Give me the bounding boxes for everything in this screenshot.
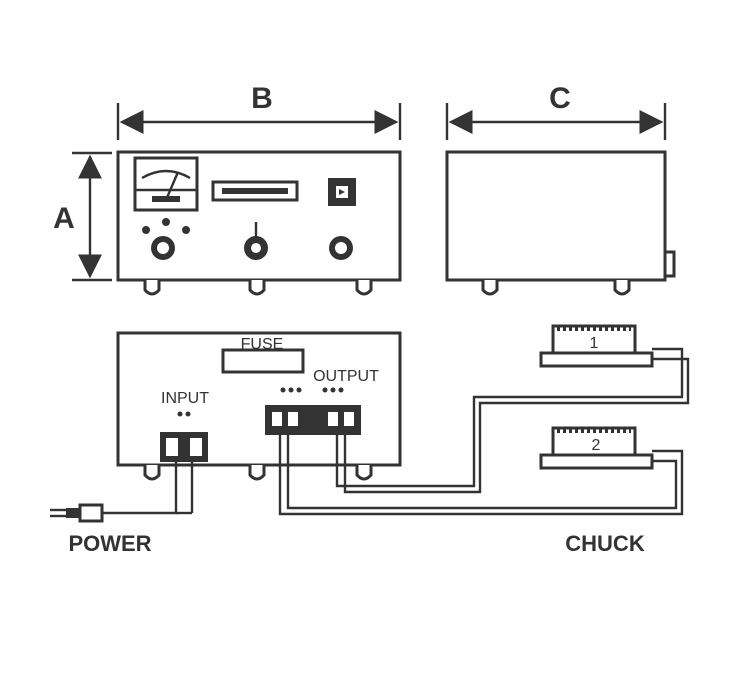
- knob-icon-right: [329, 236, 353, 260]
- chuck-label: CHUCK: [565, 531, 645, 556]
- output-label: OUTPUT: [313, 368, 379, 385]
- chuck-2: 2: [539, 426, 654, 470]
- dimension-c-label: C: [549, 82, 571, 115]
- knob-icon-middle: [244, 222, 268, 260]
- front-feet: [143, 280, 373, 296]
- side-view: [445, 150, 676, 296]
- fuse-label: FUSE: [241, 336, 284, 353]
- knob-icon-left: [151, 236, 175, 260]
- output-cables: [278, 347, 690, 516]
- switch-icon: [328, 178, 356, 206]
- dimension-a-label: A: [53, 202, 75, 235]
- meter-icon: [133, 156, 199, 212]
- input-label: INPUT: [161, 390, 209, 407]
- dimension-c: C: [445, 82, 667, 140]
- fuse-holder: FUSE: [221, 336, 305, 374]
- side-panel: [445, 150, 667, 282]
- display-window: [211, 180, 299, 202]
- side-connector: [663, 250, 676, 278]
- front-view: [116, 150, 402, 296]
- indicator-lamps: [142, 218, 190, 234]
- input-connector: INPUT: [160, 390, 209, 462]
- power-label: POWER: [68, 531, 151, 556]
- output-connectors: OUTPUT: [265, 368, 379, 435]
- dimension-b: B: [116, 82, 402, 140]
- rear-view: FUSE INPUT OUTPUT: [116, 331, 402, 481]
- rear-feet: [143, 465, 373, 481]
- chuck-1: 1: [539, 324, 654, 368]
- dimension-a: A: [53, 151, 112, 282]
- power-cord: POWER: [50, 462, 194, 556]
- plug-icon: [50, 503, 104, 523]
- chuck-1-label: 1: [590, 335, 599, 352]
- dimension-b-label: B: [251, 82, 273, 115]
- chuck-2-label: 2: [592, 437, 601, 454]
